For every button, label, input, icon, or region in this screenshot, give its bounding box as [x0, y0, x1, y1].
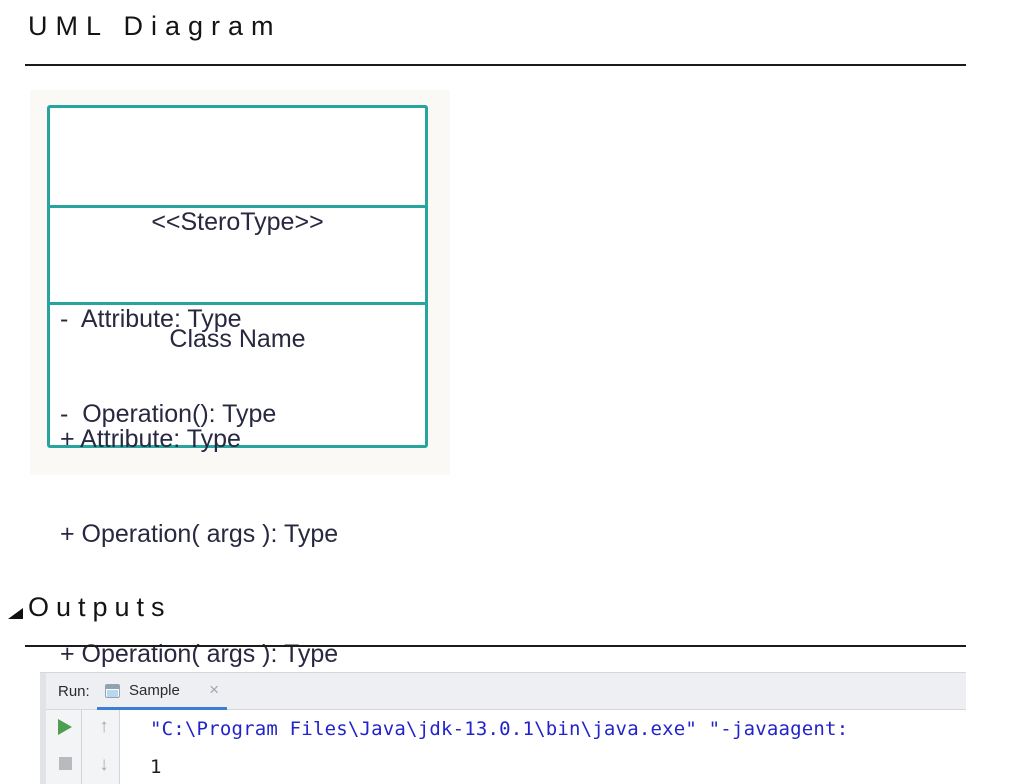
arrow-down-icon[interactable]: ↓ [99, 754, 109, 775]
play-icon[interactable] [58, 719, 72, 735]
uml-operation: - Operation(): Type [60, 400, 277, 428]
uml-diagram-image: <<SteroType>> Class Name - Attribute: Ty… [30, 90, 450, 668]
uml-class-name: Class Name [169, 325, 306, 353]
console-line: 1 [150, 756, 162, 778]
console-icon-body [107, 690, 118, 697]
run-tabbar: Run: Sample × [46, 673, 966, 711]
stop-icon[interactable] [59, 757, 72, 770]
uml-class-box: <<SteroType>> Class Name - Attribute: Ty… [47, 105, 428, 668]
uml-header-compartment: <<SteroType>> Class Name [50, 108, 425, 353]
uml-attribute: + Attribute: Type [60, 425, 241, 453]
console-icon [105, 684, 120, 698]
outputs-title: Outputs [28, 592, 172, 622]
uml-operations-compartment: - Operation(): Type + Operation( args ):… [50, 302, 425, 754]
uml-stereotype: <<SteroType>> [151, 208, 324, 236]
run-console-panel: Run: Sample × ↑ ↓ "C:\Program Files\Java… [40, 672, 966, 784]
uml-attribute: - Attribute: Type [60, 305, 242, 333]
outputs-divider [25, 645, 966, 647]
page-title: UML Diagram [28, 11, 282, 41]
console-line: "C:\Program Files\Java\jdk-13.0.1\bin\ja… [150, 718, 849, 740]
close-icon[interactable]: × [209, 680, 219, 699]
uml-operation: + Operation( args ): Type [60, 640, 339, 668]
run-label: Run: [58, 683, 90, 700]
console-icon-titlebar [106, 685, 119, 689]
uml-operation: + Operation( args ): Type [60, 520, 339, 548]
uml-attributes-compartment: - Attribute: Type + Attribute: Type [50, 205, 425, 453]
tab-label: Sample [129, 682, 180, 699]
section-collapse-icon[interactable] [8, 608, 23, 619]
title-divider [25, 64, 966, 66]
console-output-area[interactable]: "C:\Program Files\Java\jdk-13.0.1\bin\ja… [120, 710, 966, 784]
arrow-up-icon[interactable]: ↑ [99, 716, 109, 737]
panel-edge-strip [40, 673, 46, 784]
active-tab-indicator [97, 707, 227, 711]
nav-toolbar-column [82, 710, 120, 784]
tab-sample[interactable]: Sample × [97, 673, 227, 711]
